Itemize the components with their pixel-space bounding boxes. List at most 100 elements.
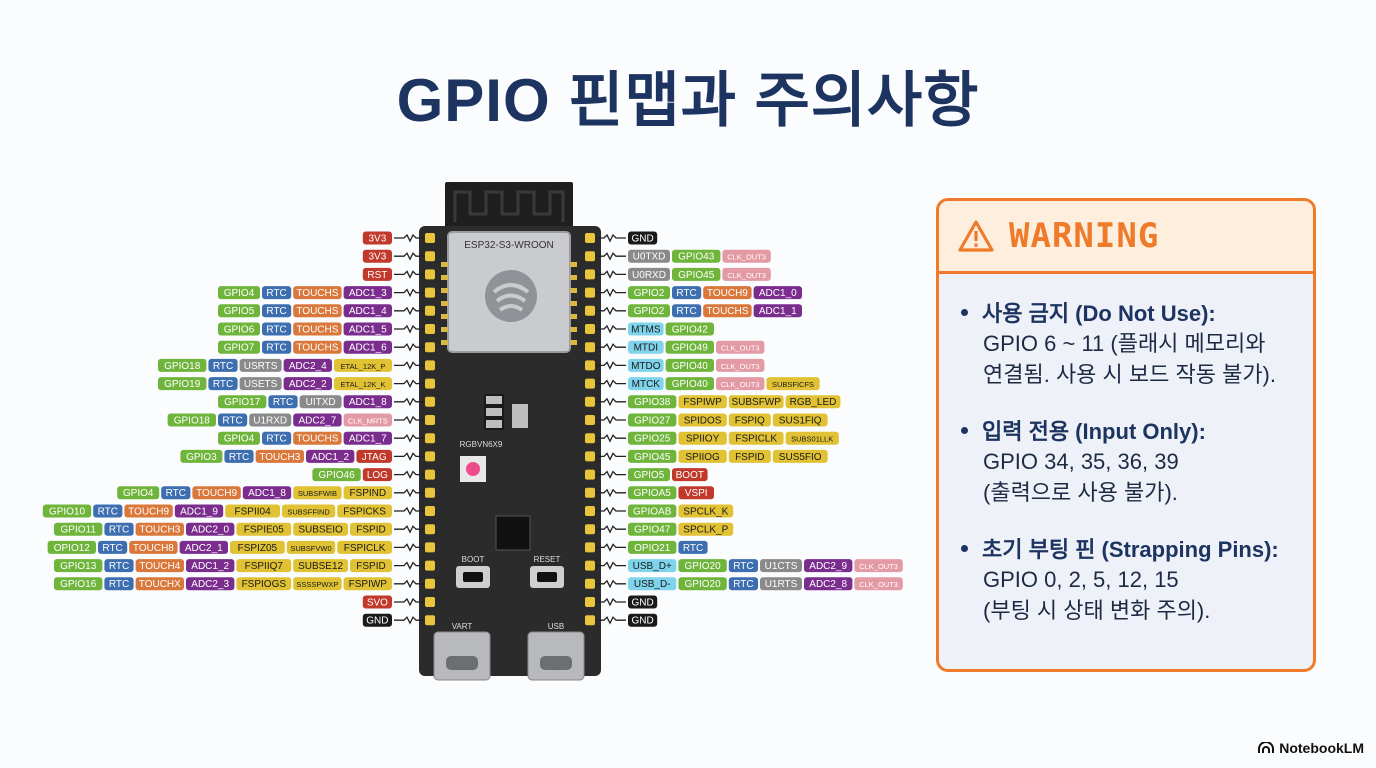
pin-label-badge — [628, 304, 670, 318]
pin-label-badge — [167, 413, 216, 427]
bullet — [961, 426, 968, 434]
header-pin — [425, 506, 435, 516]
pin-label-text: SPIIOG — [685, 452, 720, 463]
pin-label-text: RST — [367, 270, 387, 281]
warning-line: GPIO 34, 35, 36, 39 — [983, 449, 1179, 474]
pin-wire — [394, 270, 424, 279]
header-pin — [425, 324, 435, 334]
pin-label-text: GND — [631, 233, 653, 244]
pin-label-text: RTC — [166, 488, 186, 499]
pin-label-badge — [312, 468, 361, 482]
pin-label-text: CLK_MRTS — [348, 416, 388, 425]
pin-label-badge — [716, 340, 765, 354]
pin-label-text: RTC — [676, 306, 696, 317]
warning-heading: 초기 부팅 핀 (Strapping Pins): — [982, 537, 1279, 562]
pin-label-text: GPIO20 — [685, 561, 722, 572]
pin-label-text: U0TXD — [633, 252, 666, 263]
pin-label-text: SPCLK_P — [683, 525, 728, 536]
pin-label-badge — [665, 340, 714, 354]
pin-label-text: BOOT — [676, 470, 704, 481]
pin-label-badge — [716, 358, 765, 372]
pin-label-text: CLK_OUT3 — [727, 253, 766, 262]
pin-label-text: GPIO19 — [164, 379, 201, 390]
pin-label-text: RTC — [266, 434, 286, 445]
pin-wire — [394, 597, 424, 607]
pin-label-text: RTC — [273, 397, 293, 408]
pin-label-badge — [218, 340, 260, 354]
pin-label-badge — [678, 540, 708, 554]
pin-label-badge — [262, 431, 292, 445]
pin-label-text: RTC — [733, 561, 753, 572]
pin-label-text: MTMS — [631, 324, 661, 335]
brand-name: NotebookLM — [1279, 740, 1364, 756]
pin-label-badge — [350, 522, 392, 536]
pin-label-badge — [772, 413, 828, 427]
pin-label-text: FSPIOGS — [242, 579, 287, 590]
pin-label-text: CLK_OUT3 — [721, 362, 760, 371]
pin-wire — [394, 616, 424, 625]
usb-label: USB — [548, 622, 564, 631]
pin-label-text: GPIO4 — [224, 288, 255, 299]
pin-label-text: TOUCHS — [296, 306, 338, 317]
pin-label-badge — [703, 286, 752, 300]
pin-label-text: GND — [631, 616, 653, 627]
pin-label-text: RTC — [266, 306, 286, 317]
pin-label-text: USB_D- — [634, 579, 671, 590]
pin-label-text: ADC2_4 — [289, 361, 327, 372]
pin-label-badge — [728, 577, 758, 591]
pin-wire — [596, 361, 626, 370]
warning-triangle-icon — [958, 220, 994, 252]
pin-label-badge — [728, 559, 758, 573]
pin-label-text: GPIO4 — [224, 434, 255, 445]
pin-label-badge — [334, 377, 392, 391]
pin-label-text: FSPIE05 — [244, 525, 284, 536]
pin-label-text: GPIO13 — [60, 561, 97, 572]
pin-label-text: UITXD — [306, 397, 336, 408]
pin-label-badge — [766, 377, 820, 391]
pin-wire — [596, 324, 626, 334]
pin-label-text: ADC1_2 — [191, 561, 229, 572]
pin-label-text: SUBSFVW0 — [290, 544, 331, 553]
header-pin — [585, 251, 595, 262]
pin-wire — [596, 343, 626, 352]
header-pin — [425, 378, 435, 389]
pin-label-text: SUBSFWIB — [298, 489, 337, 498]
pin-label-text: RTC — [213, 361, 233, 372]
pin-label-badge — [728, 395, 784, 409]
pin-label-badge — [158, 377, 207, 391]
left-pin-labels: 3V33V3RSTADC1_3TOUCHSRTCGPIO4ADC1_4TOUCH… — [42, 231, 435, 627]
header-pin — [585, 324, 595, 334]
pin-wire — [596, 525, 626, 534]
pin-label-text: ADC1_4 — [349, 306, 387, 317]
pin-label-text: GPIO47 — [634, 525, 671, 536]
pin-label-text: TOUCHS — [296, 324, 338, 335]
pin-label-badge — [283, 358, 332, 372]
header-pin — [425, 542, 435, 553]
pin-label-badge — [716, 377, 765, 391]
pin-label-text: ADC1_3 — [349, 288, 387, 299]
warning-heading: 사용 금지 (Do Not Use): — [982, 301, 1216, 326]
pin-label-text: FSPICKS — [343, 506, 386, 517]
pin-label-badge — [98, 540, 128, 554]
pin-label-badge — [54, 559, 103, 573]
pin-label-badge — [337, 540, 392, 554]
pin-label-text: GPIO2 — [634, 306, 665, 317]
pin-label-badge — [785, 431, 839, 445]
pin-label-badge — [665, 322, 714, 336]
pin-label-badge — [93, 504, 123, 518]
antenna-trace — [453, 190, 565, 222]
header-pin — [425, 469, 435, 480]
header-pin — [425, 342, 435, 353]
pin-label-badge — [158, 358, 207, 372]
led-label: RGBVN6X9 — [460, 440, 503, 449]
pin-label-badge — [678, 431, 727, 445]
warning-heading: 입력 전용 (Input Only): — [982, 419, 1206, 444]
pin-label-text: SUBS01LLK — [791, 435, 833, 444]
pin-label-badge — [306, 449, 355, 463]
usb-chip — [495, 515, 531, 551]
pin-label-text: VSPI — [685, 488, 708, 499]
pin-label-badge — [356, 449, 392, 463]
pin-label-text: RTC — [102, 543, 122, 554]
pin-label-text: SUBSE12 — [298, 561, 343, 572]
